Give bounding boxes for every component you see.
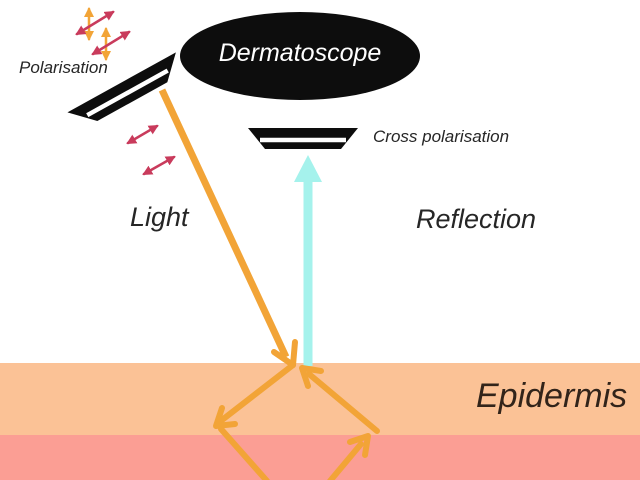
dermatoscope-label: Dermatoscope bbox=[218, 39, 382, 67]
polarisation-filter-stripe bbox=[86, 68, 169, 118]
incident-beam-shaft bbox=[158, 88, 290, 359]
scatter-arrowhead-icon bbox=[299, 365, 324, 389]
polarised-arrow-icon bbox=[126, 124, 159, 145]
epidermis-upper-layer bbox=[0, 363, 640, 435]
unpolarised-diagonal-arrow-icon bbox=[75, 10, 115, 36]
scatter-line-bottom-right bbox=[327, 441, 364, 480]
polarisation-filter bbox=[67, 52, 176, 122]
polarisation-label: Polarisation bbox=[19, 58, 108, 77]
light-label: Light bbox=[130, 202, 189, 232]
polarised-light-arrows bbox=[126, 124, 176, 176]
unpolarised-light-arrows bbox=[75, 6, 131, 61]
reflection-label: Reflection bbox=[416, 204, 537, 234]
scatter-arrowhead-icon bbox=[347, 433, 371, 458]
cross-polarisation-label: Cross polarisation bbox=[373, 127, 510, 146]
reflection-arrowhead-icon bbox=[294, 155, 322, 182]
dermatoscope-body bbox=[180, 12, 420, 100]
reflection-arrow bbox=[294, 155, 322, 366]
scatter-arrowhead-icon bbox=[213, 405, 238, 429]
polarisation-filter-body bbox=[67, 52, 176, 122]
scatter-arrow-return bbox=[306, 371, 380, 434]
epidermis-label: Epidermis bbox=[476, 377, 628, 415]
epidermis-lower-layer bbox=[0, 435, 640, 480]
scattered-light-arrows bbox=[213, 362, 380, 480]
scatter-arrow-down-left bbox=[219, 362, 296, 423]
scatter-line-bottom-left bbox=[218, 426, 270, 480]
unpolarised-diagonal-arrow-icon bbox=[91, 30, 131, 56]
cross-polarisation-filter bbox=[248, 128, 358, 149]
polarised-arrow-icon bbox=[142, 155, 176, 176]
